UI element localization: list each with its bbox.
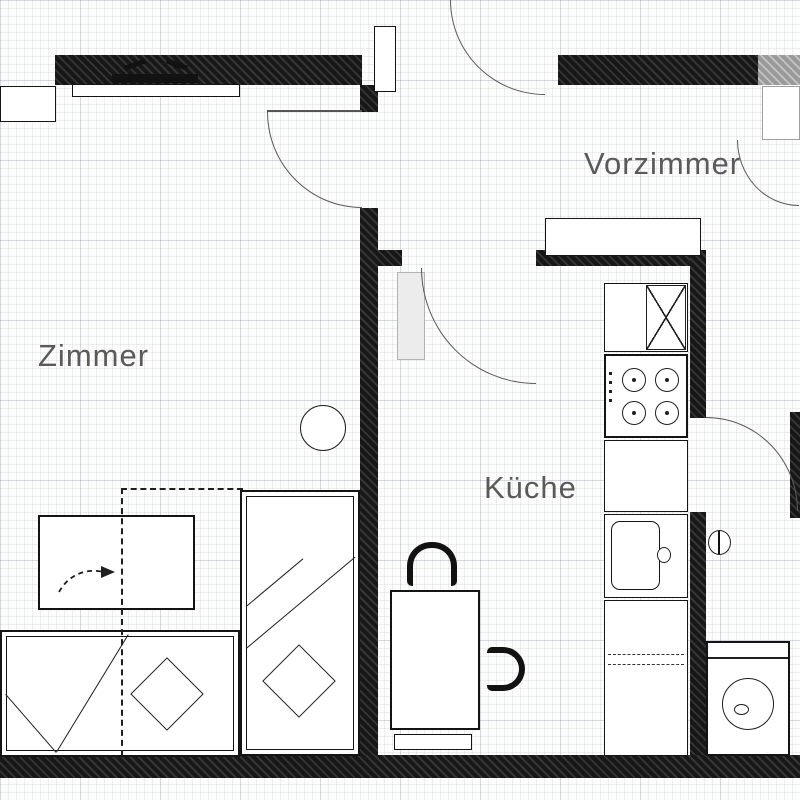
bath-door-arc — [706, 417, 798, 511]
wall-divider-lower — [360, 208, 378, 757]
wall-top-right — [558, 55, 758, 85]
wall-right-edge — [790, 412, 800, 518]
washing-machine-drum — [722, 678, 774, 730]
kitchen-counter-middle — [604, 440, 688, 512]
media-shelf — [72, 84, 240, 97]
room-label-vorzimmer: Vorzimmer — [584, 146, 742, 181]
stove-burner-2 — [655, 368, 679, 392]
wall-top-corner-light — [758, 55, 800, 85]
washing-machine-panel-line — [708, 657, 788, 659]
wall-top-left — [55, 55, 362, 85]
sink-basin — [611, 521, 660, 590]
chair-north — [407, 542, 457, 586]
zimmer-door-arc — [267, 112, 362, 208]
sink-faucet — [657, 547, 671, 563]
wall-divider-upper — [360, 85, 378, 112]
washing-machine-drum-inner — [734, 704, 749, 715]
wall-kitchen-right-upper — [690, 250, 706, 418]
kitchen-table-bench — [394, 734, 472, 750]
wall-kitchen-right-lower — [690, 512, 706, 757]
stove-burner-4 — [655, 401, 679, 425]
bed-vertical-mattress — [246, 496, 354, 750]
kitchen-door-leaf — [397, 272, 425, 360]
clearance-line-top — [121, 488, 243, 490]
hall-cabinet-right — [762, 86, 800, 140]
chair-east — [487, 647, 525, 691]
shelf-top-left — [0, 86, 56, 122]
kitchen-cabinet-x — [646, 285, 686, 350]
wall-fixture-line — [718, 531, 720, 554]
zimmer-door-leaf — [267, 110, 362, 112]
stove — [604, 354, 688, 438]
entrance-door-arc — [450, 0, 545, 95]
stove-burner-1 — [622, 368, 646, 392]
clearance-line-left — [121, 488, 123, 756]
stove-burner-3 — [622, 401, 646, 425]
tv-icon — [112, 74, 198, 83]
desk — [38, 515, 195, 610]
entrance-wall-stub — [374, 26, 396, 92]
direction-arrow-icon — [58, 566, 115, 593]
counter-drawer-line-1 — [608, 654, 684, 655]
kitchen-counter-lower — [604, 600, 688, 756]
room-label-zimmer: Zimmer — [38, 338, 150, 373]
counter-drawer-line-2 — [608, 664, 684, 665]
wall-hall-kitchen-stub — [378, 250, 402, 266]
hall-wardrobe — [545, 218, 701, 256]
kitchen-door-arc — [421, 268, 536, 384]
bed-horizontal-mattress — [6, 636, 234, 751]
wall-bottom — [0, 755, 800, 778]
vorzimmer-side-door-arc — [737, 140, 799, 206]
side-table-circle — [300, 405, 346, 451]
room-label-kueche: Küche — [484, 470, 577, 505]
kitchen-table — [390, 590, 480, 730]
stove-knobs — [609, 372, 612, 408]
